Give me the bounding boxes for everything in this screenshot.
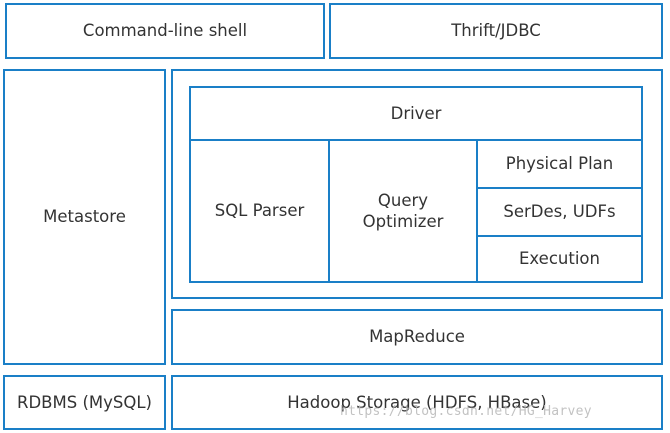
serdes-udfs-label: SerDes, UDFs <box>503 202 616 222</box>
mapreduce-box: MapReduce <box>171 309 663 365</box>
hadoop-storage-label: Hadoop Storage (HDFS, HBase) <box>287 392 547 412</box>
metastore-label: Metastore <box>43 207 126 227</box>
driver-box: Driver <box>189 86 643 141</box>
thrift-jdbc-box: Thrift/JDBC <box>329 3 663 59</box>
sql-parser-box: SQL Parser <box>189 139 330 283</box>
command-line-shell-box: Command-line shell <box>5 3 325 59</box>
command-line-shell-label: Command-line shell <box>82 21 248 41</box>
rdbms-box: RDBMS (MySQL) <box>3 375 166 430</box>
query-optimizer-label: Query Optimizer <box>362 190 444 231</box>
watermark-text: https://blog.csdn.net/HG_Harvey <box>340 404 592 419</box>
query-optimizer-box: Query Optimizer <box>328 139 478 283</box>
hadoop-storage-box: Hadoop Storage (HDFS, HBase) <box>171 375 663 430</box>
execution-label: Execution <box>519 249 600 269</box>
thrift-jdbc-label: Thrift/JDBC <box>451 21 541 41</box>
serdes-udfs-box: SerDes, UDFs <box>476 187 643 237</box>
metastore-box: Metastore <box>3 69 166 365</box>
rdbms-label: RDBMS (MySQL) <box>17 392 152 412</box>
physical-plan-box: Physical Plan <box>476 139 643 189</box>
driver-label: Driver <box>390 103 442 123</box>
physical-plan-label: Physical Plan <box>505 154 614 174</box>
mapreduce-label: MapReduce <box>369 327 465 347</box>
sql-parser-label: SQL Parser <box>214 201 305 221</box>
execution-box: Execution <box>476 235 643 283</box>
